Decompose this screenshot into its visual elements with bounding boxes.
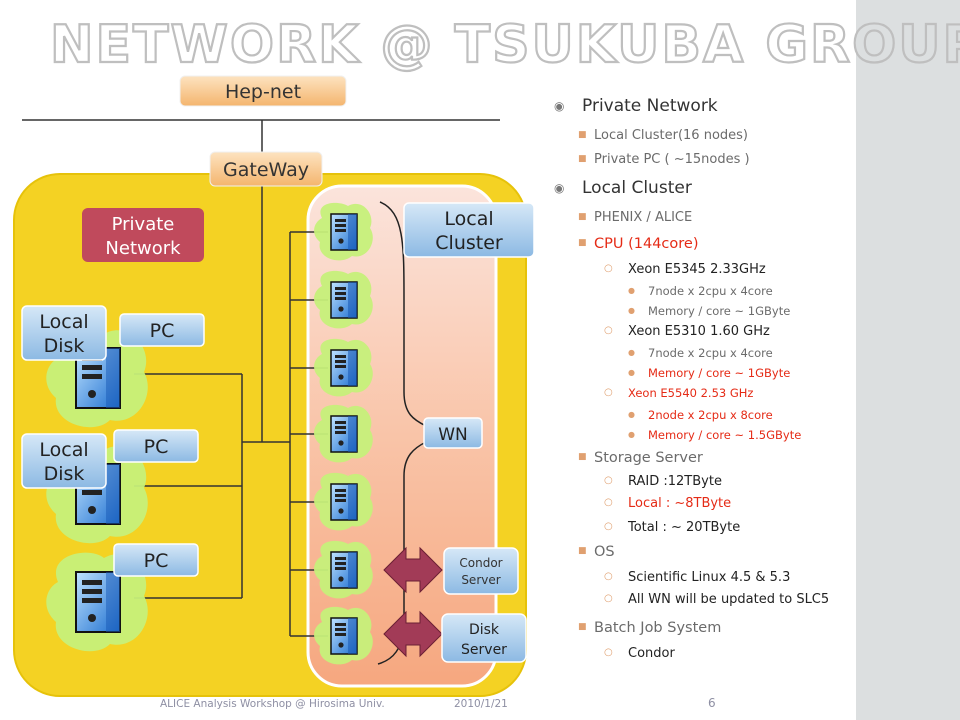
local-disk-label-line2: Disk <box>44 335 85 357</box>
disk-server-box <box>441 613 527 663</box>
bullet-item: ○All WN will be updated to SLC5 <box>604 592 830 607</box>
bullet-item: ●Memory / core ~ 1.5GByte <box>628 428 802 442</box>
private-network-label-line1: Private <box>112 214 175 235</box>
cluster-node-icon <box>313 540 374 600</box>
slide-side-bar <box>856 0 960 720</box>
bullet-item: ■OS <box>578 544 615 560</box>
bullet-marker-icon: ○ <box>604 263 613 274</box>
local-disk-label-line1: Local <box>39 311 88 333</box>
bullet-marker-icon: ■ <box>578 452 587 462</box>
bullet-item: ●7node x 2cpu x 4core <box>628 284 773 298</box>
bullet-item: ◉Private Network <box>554 96 718 116</box>
bullet-marker-icon: ○ <box>604 647 613 658</box>
bullet-item: ●Memory / core ~ 1GByte <box>628 304 791 318</box>
bullet-item: ◉Local Cluster <box>554 178 692 198</box>
local-disk-label-line2: Disk <box>44 463 85 485</box>
network-diagram: Hep-net GateWay Private Network Local Cl… <box>13 75 535 697</box>
bullet-marker-icon: ● <box>628 368 635 377</box>
gateway-label: GateWay <box>223 159 309 181</box>
bullet-item: ○Xeon E5540 2.53 GHz <box>604 386 754 400</box>
bullet-marker-icon: ■ <box>578 238 587 248</box>
bullet-marker-icon: ● <box>628 286 635 295</box>
bullet-marker-icon: ● <box>628 306 635 315</box>
cluster-node-icon <box>313 338 374 398</box>
cluster-node-icon <box>313 606 374 666</box>
bullet-marker-icon: ● <box>628 348 635 357</box>
bullet-item: ○RAID :12TByte <box>604 474 722 489</box>
bullet-item: ■PHENIX / ALICE <box>578 210 693 225</box>
bullet-item: ■CPU (144core) <box>578 236 699 252</box>
bullet-marker-icon: ■ <box>578 130 587 140</box>
wn-label: WN <box>438 425 468 445</box>
disk-server-label-line2: Server <box>461 642 507 658</box>
bullet-list: ◉Private Network ■Local Cluster(16 nodes… <box>548 96 858 676</box>
bullet-marker-icon: ■ <box>578 154 587 164</box>
bullet-marker-icon: ■ <box>578 622 587 632</box>
condor-server-arrow-icon <box>383 546 443 594</box>
bullet-item: ■Storage Server <box>578 450 703 466</box>
private-network-label-line2: Network <box>105 238 181 259</box>
local-cluster-box <box>403 202 535 258</box>
bullet-item: ● 2node x 2cpu x 8core <box>628 408 773 422</box>
bullet-marker-icon: ■ <box>578 546 587 556</box>
cluster-node-icon <box>313 404 374 464</box>
condor-server-box <box>443 547 519 595</box>
bullet-marker-icon: ■ <box>578 212 587 222</box>
wn-bracket-icon <box>379 201 427 427</box>
bullet-marker-icon: ◉ <box>554 181 565 195</box>
condor-server-label-line2: Server <box>461 573 500 587</box>
bullet-marker-icon: ○ <box>604 325 613 336</box>
cluster-node-icon <box>313 202 374 262</box>
local-disk-box <box>21 305 107 361</box>
page-number: 6 <box>708 696 716 710</box>
disk-server-label-line1: Disk <box>469 622 500 638</box>
bullet-item: ■Private PC ( ~15nodes ) <box>578 152 750 167</box>
bullet-marker-icon: ● <box>628 430 635 439</box>
bullet-item: ■Batch Job System <box>578 620 722 636</box>
bullet-item: ○Local : ~8TByte <box>604 496 732 511</box>
slide-title-text: NETWORK @ TSUKUBA GROUP <box>50 15 960 75</box>
bullet-item: ○Xeon E5345 2.33GHz <box>604 262 766 277</box>
bullet-item: ○Condor <box>604 646 675 661</box>
footer-date: 2010/1/21 <box>454 698 508 710</box>
bullet-item: ●Memory / core ~ 1GByte <box>628 366 791 380</box>
hepnet-box <box>179 75 347 107</box>
wn-bracket-icon <box>377 441 427 665</box>
private-network-box <box>82 208 204 262</box>
gateway-box <box>209 151 323 187</box>
pc-label: PC <box>150 320 175 342</box>
pc-label-box <box>119 313 205 347</box>
slide-title: NETWORK @ TSUKUBA GROUP <box>49 14 960 76</box>
bullet-marker-icon: ○ <box>604 571 613 582</box>
pc-label: PC <box>144 436 169 458</box>
bullet-marker-icon: ○ <box>604 497 613 508</box>
pc-label: PC <box>144 550 169 572</box>
wn-box <box>423 417 483 449</box>
hepnet-label: Hep-net <box>225 81 301 103</box>
pc-links <box>134 373 242 599</box>
local-disk-label-line1: Local <box>39 439 88 461</box>
bullet-marker-icon: ○ <box>604 521 613 532</box>
local-cluster-label-line1: Local <box>444 208 493 230</box>
bullet-item: ○Scientific Linux 4.5 & 5.3 <box>604 570 791 585</box>
cluster-node-icon <box>313 270 374 330</box>
bullet-marker-icon: ○ <box>604 475 613 486</box>
bullet-marker-icon: ○ <box>604 387 613 398</box>
bullet-item: ■Local Cluster(16 nodes) <box>578 128 749 143</box>
bullet-marker-icon: ○ <box>604 593 613 604</box>
bullet-item: ○Total : ~ 20TByte <box>604 520 741 535</box>
condor-server-label-line1: Condor <box>459 556 502 570</box>
cluster-node-icon <box>313 472 374 532</box>
local-cluster-label-line2: Cluster <box>435 232 503 254</box>
pc-label-box <box>113 543 199 577</box>
pc-label-box <box>113 429 199 463</box>
bullet-marker-icon: ● <box>628 410 635 419</box>
local-disk-box <box>21 433 107 489</box>
footer-event-name: ALICE Analysis Workshop @ Hirosima Univ. <box>160 698 385 710</box>
bullet-marker-icon: ◉ <box>554 99 565 113</box>
bullet-item: ○Xeon E5310 1.60 GHz <box>604 324 770 339</box>
bullet-item: ●7node x 2cpu x 4core <box>628 346 773 360</box>
